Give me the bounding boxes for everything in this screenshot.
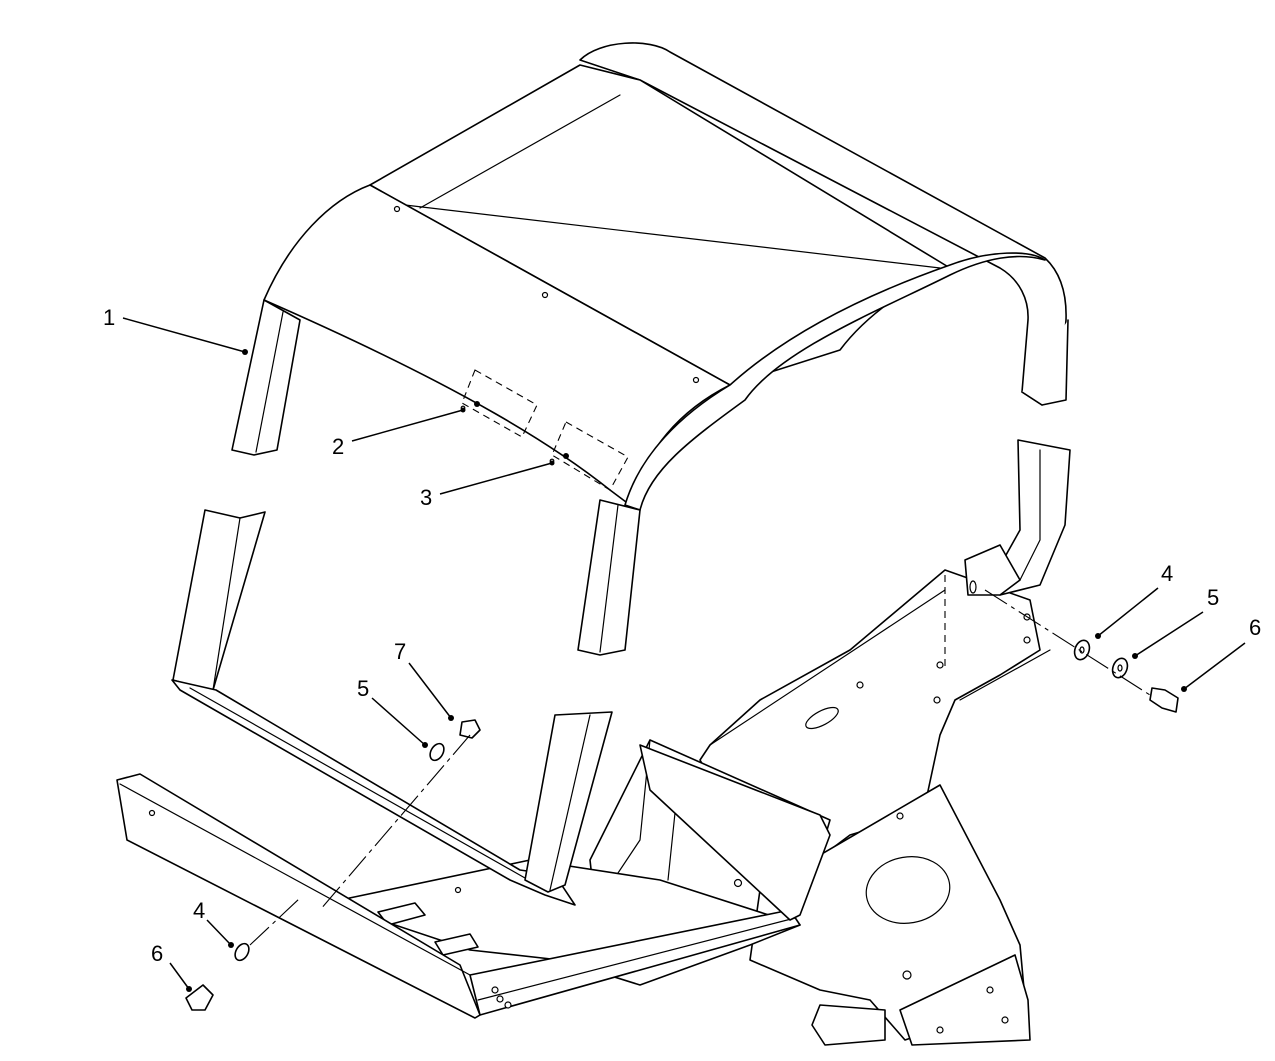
callout-5-center: 5	[357, 676, 369, 701]
chassis-frame	[116, 569, 1051, 1046]
callout-2: 2	[332, 434, 344, 459]
callout-labels: 1 2 3 4 5 6 7 5 4 6	[103, 305, 1261, 966]
callout-6-right: 6	[1249, 615, 1261, 640]
hardware	[185, 589, 1179, 1011]
callout-3: 3	[420, 485, 432, 510]
roll-cage	[171, 42, 1071, 906]
callout-5-right: 5	[1207, 585, 1219, 610]
callout-4-right: 4	[1161, 561, 1173, 586]
callout-leaders	[122, 317, 1246, 992]
callout-4-left: 4	[193, 898, 205, 923]
callout-1: 1	[103, 305, 115, 330]
callout-6-left: 6	[151, 941, 163, 966]
callout-7: 7	[394, 639, 406, 664]
